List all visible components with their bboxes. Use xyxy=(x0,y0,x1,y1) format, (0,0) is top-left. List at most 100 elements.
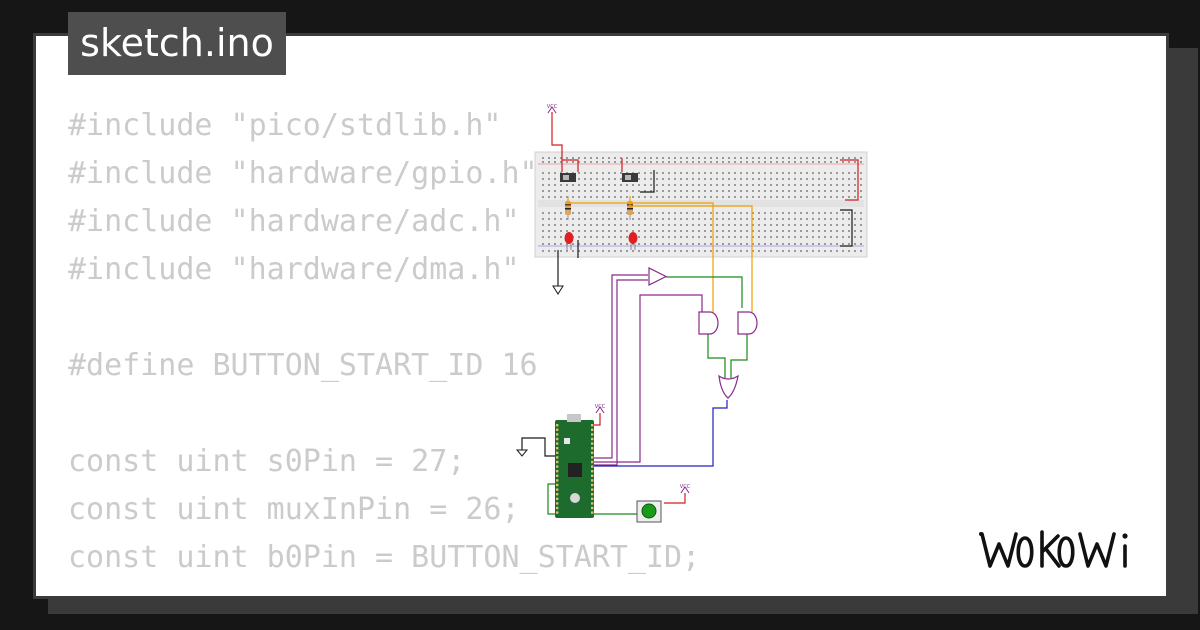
breadboard-hole xyxy=(638,218,640,220)
breadboard-hole xyxy=(584,212,586,214)
breadboard-hole xyxy=(608,178,610,180)
breadboard-hole xyxy=(830,224,832,226)
raspberry-pi-pico[interactable] xyxy=(555,414,594,518)
breadboard-hole xyxy=(602,224,604,226)
breadboard-hole xyxy=(680,250,682,252)
breadboard-hole xyxy=(728,212,730,214)
breadboard-hole xyxy=(638,243,640,245)
breadboard-hole xyxy=(722,184,724,186)
pico-pin xyxy=(591,428,594,431)
breadboard-hole xyxy=(572,190,574,192)
pico-pin xyxy=(556,465,559,468)
breadboard-hole xyxy=(698,236,700,238)
breadboard-hole xyxy=(620,236,622,238)
vcc-label: VCC xyxy=(547,104,558,110)
breadboard-hole xyxy=(680,196,682,198)
breadboard-hole xyxy=(860,236,862,238)
breadboard-hole xyxy=(614,157,616,159)
breadboard-hole xyxy=(704,196,706,198)
breadboard-hole xyxy=(554,190,556,192)
breadboard-hole xyxy=(824,218,826,220)
breadboard-hole xyxy=(794,218,796,220)
breadboard-hole xyxy=(584,224,586,226)
breadboard-hole xyxy=(728,250,730,252)
breadboard-hole xyxy=(548,178,550,180)
breadboard-hole xyxy=(608,230,610,232)
breadboard-hole xyxy=(794,172,796,174)
vcc-label: VCC xyxy=(680,484,691,490)
breadboard-hole xyxy=(674,218,676,220)
breadboard-hole xyxy=(560,250,562,252)
breadboard-hole xyxy=(542,161,544,163)
breadboard-hole xyxy=(590,196,592,198)
breadboard-hole xyxy=(686,243,688,245)
breadboard-hole xyxy=(698,157,700,159)
breadboard-hole xyxy=(596,184,598,186)
wire-orange xyxy=(567,196,753,312)
breadboard-hole xyxy=(674,178,676,180)
breadboard-hole xyxy=(818,161,820,163)
breadboard-hole xyxy=(602,161,604,163)
breadboard-hole xyxy=(842,250,844,252)
vcc-marker: VCC xyxy=(680,484,691,494)
breadboard-hole xyxy=(794,230,796,232)
breadboard-hole xyxy=(554,212,556,214)
breadboard-hole xyxy=(650,172,652,174)
pico-pin xyxy=(591,470,594,473)
breadboard-hole xyxy=(800,218,802,220)
breadboard-hole xyxy=(626,243,628,245)
breadboard-hole xyxy=(794,243,796,245)
breadboard-hole xyxy=(770,190,772,192)
pushbutton[interactable] xyxy=(636,500,662,523)
breadboard-hole xyxy=(728,218,730,220)
breadboard-hole xyxy=(662,178,664,180)
breadboard-hole xyxy=(548,243,550,245)
breadboard-hole xyxy=(590,230,592,232)
breadboard-hole xyxy=(818,236,820,238)
breadboard-hole xyxy=(764,157,766,159)
vcc-label: VCC xyxy=(595,404,606,410)
breadboard-hole xyxy=(818,250,820,252)
slide-switch[interactable] xyxy=(622,173,638,182)
breadboard-hole xyxy=(704,157,706,159)
breadboard-hole xyxy=(860,184,862,186)
breadboard-hole xyxy=(734,190,736,192)
breadboard-hole xyxy=(698,190,700,192)
breadboard-hole xyxy=(626,236,628,238)
breadboard-hole xyxy=(854,196,856,198)
breadboard-hole xyxy=(614,161,616,163)
breadboard-hole xyxy=(782,161,784,163)
breadboard-hole xyxy=(590,212,592,214)
breadboard-hole xyxy=(566,190,568,192)
slide-switch[interactable] xyxy=(560,173,576,182)
file-tab[interactable]: sketch.ino xyxy=(68,12,286,75)
breadboard-hole xyxy=(782,236,784,238)
breadboard-hole xyxy=(686,196,688,198)
breadboard-hole xyxy=(644,243,646,245)
breadboard-hole xyxy=(638,190,640,192)
breadboard-hole xyxy=(830,184,832,186)
code-line: #include "hardware/adc.h" xyxy=(68,204,520,239)
breadboard-hole xyxy=(740,243,742,245)
breadboard-hole xyxy=(776,230,778,232)
breadboard xyxy=(534,151,868,258)
breadboard-hole xyxy=(842,196,844,198)
breadboard-hole xyxy=(578,157,580,159)
breadboard-hole xyxy=(548,236,550,238)
breadboard-hole xyxy=(554,218,556,220)
breadboard-hole xyxy=(668,190,670,192)
code-line: const uint s0Pin = 27; xyxy=(68,444,466,479)
breadboard-hole xyxy=(788,196,790,198)
and-gate xyxy=(737,311,758,335)
breadboard-hole xyxy=(710,178,712,180)
breadboard-hole xyxy=(668,218,670,220)
breadboard-hole xyxy=(698,196,700,198)
breadboard-hole xyxy=(758,161,760,163)
breadboard-hole xyxy=(704,243,706,245)
breadboard-hole xyxy=(584,230,586,232)
breadboard-hole xyxy=(566,184,568,186)
breadboard-hole xyxy=(692,236,694,238)
breadboard-hole xyxy=(746,236,748,238)
breadboard-hole xyxy=(698,250,700,252)
breadboard-hole xyxy=(770,184,772,186)
